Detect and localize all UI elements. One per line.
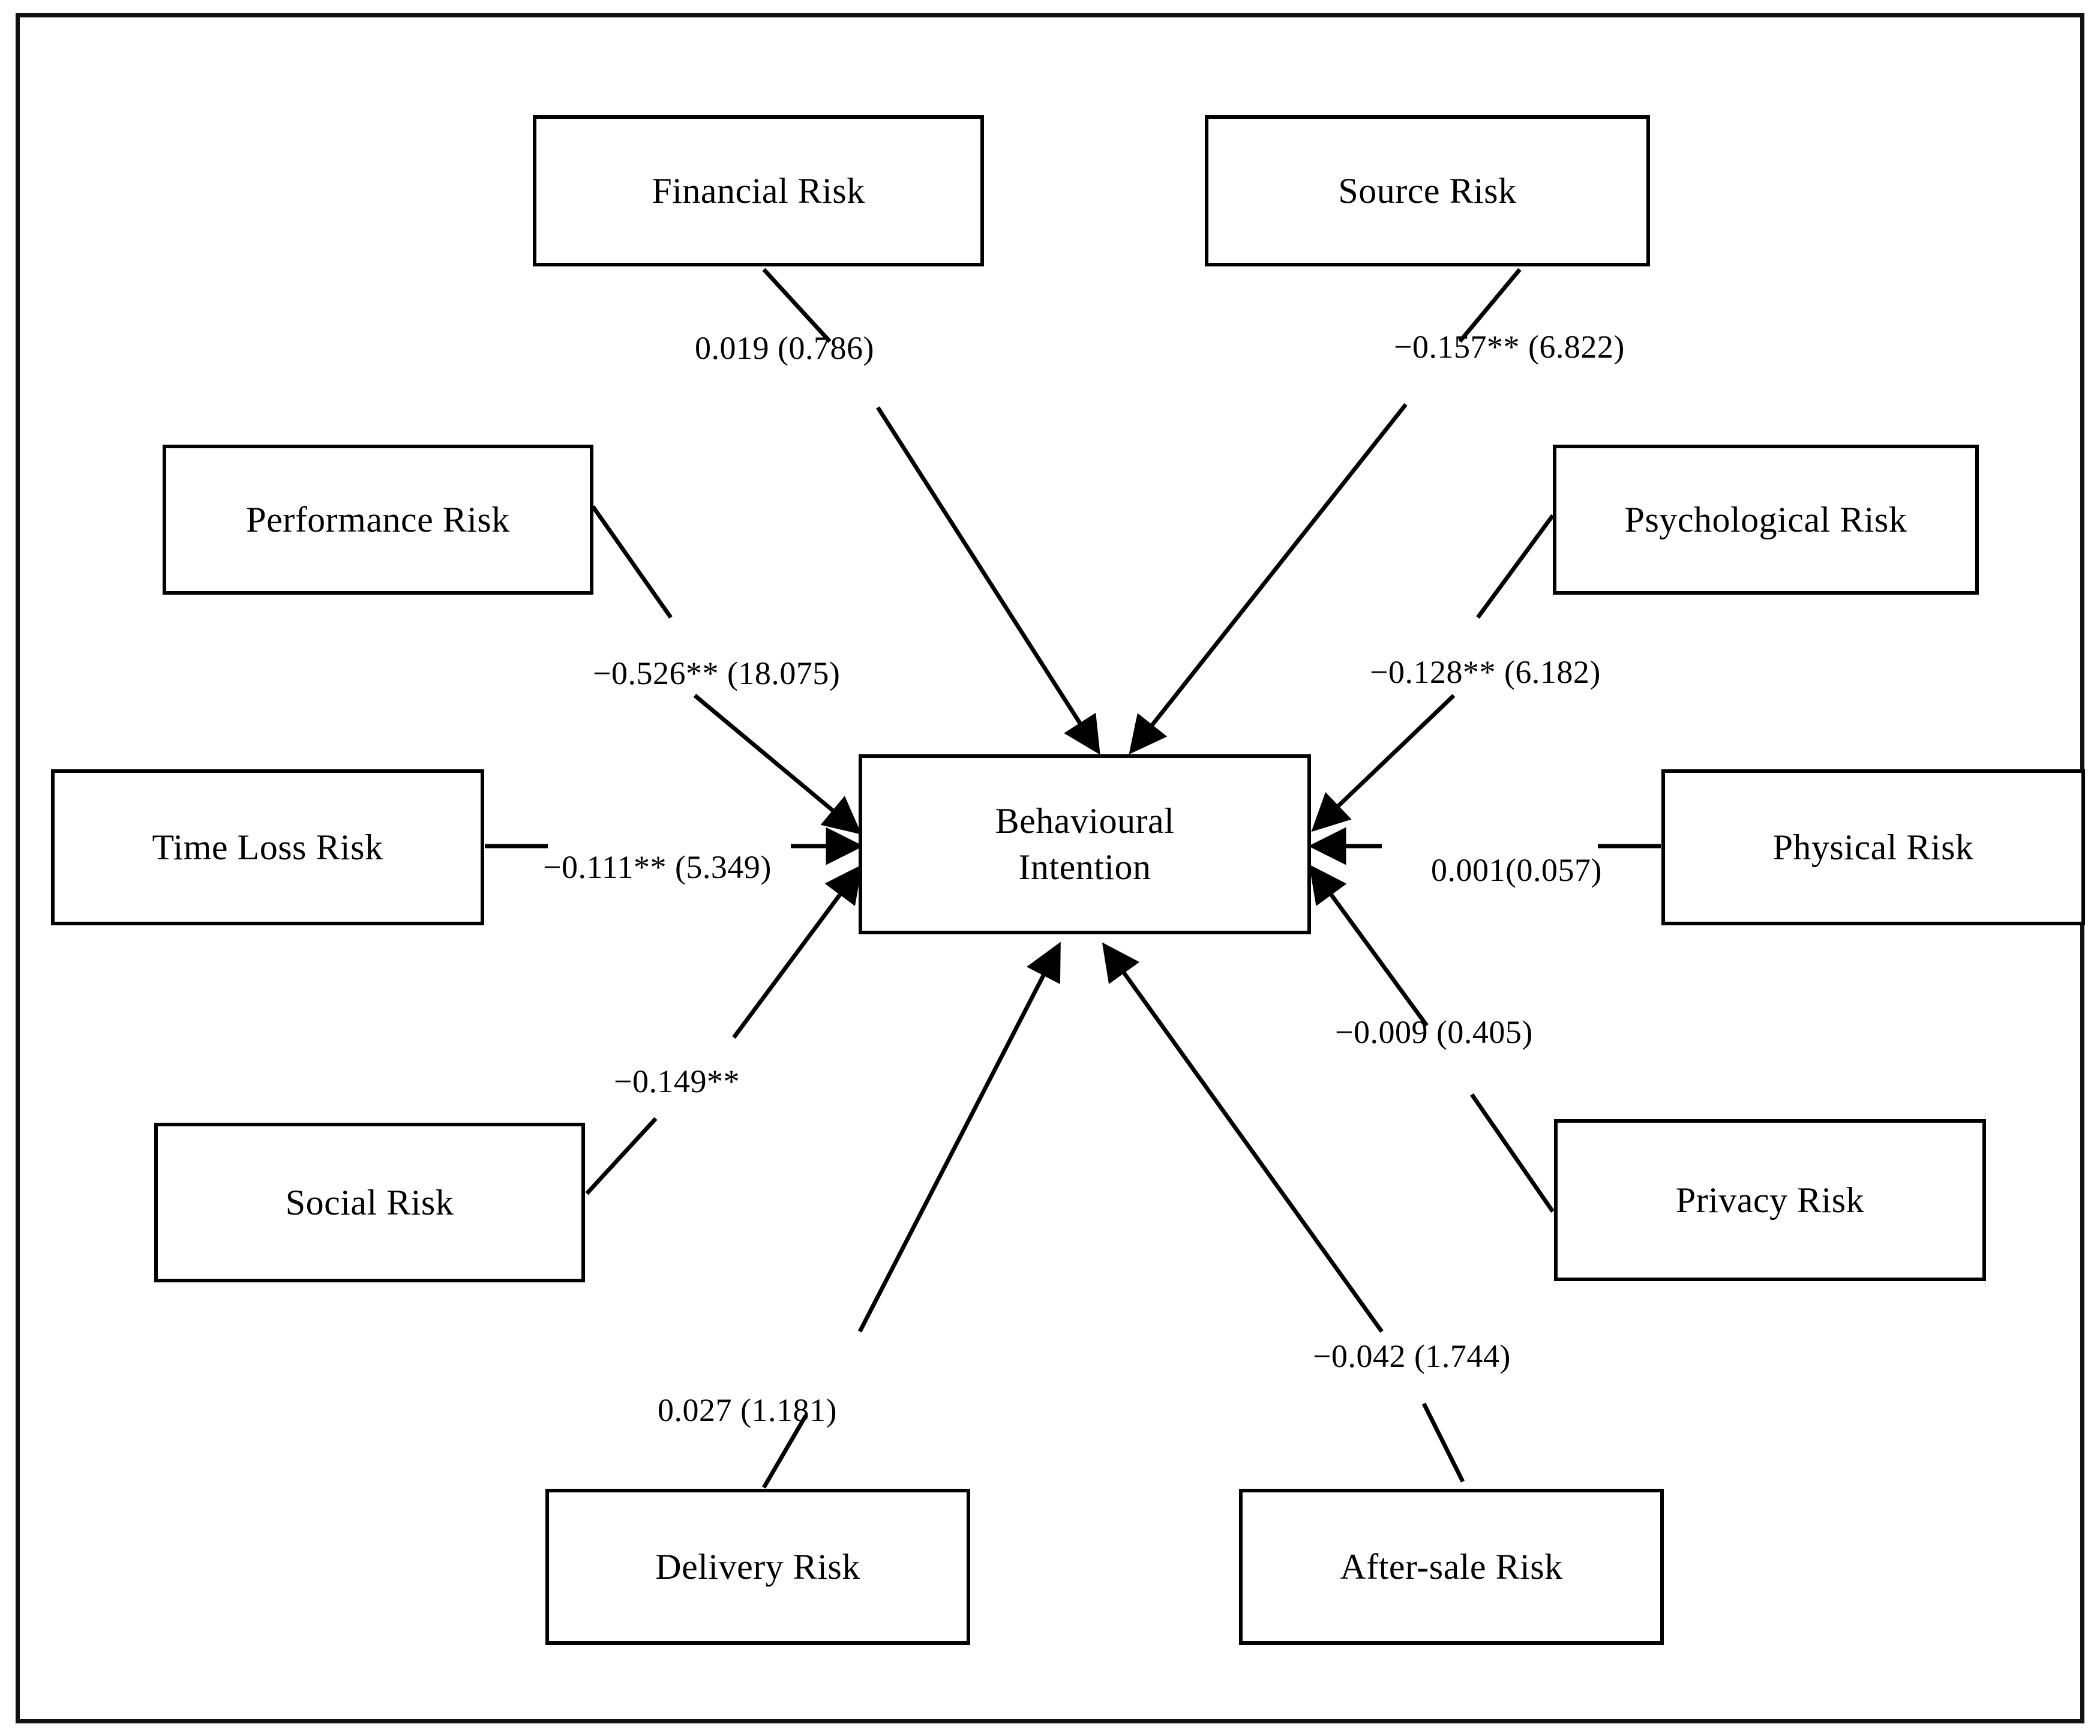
node-delivery-risk[interactable]: Delivery Risk bbox=[545, 1489, 970, 1645]
node-label: Source Risk bbox=[1338, 170, 1517, 211]
node-behavioural-intention[interactable]: Behavioural Intention bbox=[859, 754, 1311, 934]
node-physical-risk[interactable]: Physical Risk bbox=[1661, 769, 2085, 925]
node-time-loss-risk[interactable]: Time Loss Risk bbox=[51, 769, 484, 925]
node-after-sale-risk[interactable]: After-sale Risk bbox=[1239, 1489, 1664, 1645]
node-financial-risk[interactable]: Financial Risk bbox=[533, 115, 984, 266]
node-label: Behavioural Intention bbox=[995, 801, 1175, 887]
node-source-risk[interactable]: Source Risk bbox=[1205, 115, 1650, 266]
coefficient-after-sale-risk: −0.042 (1.744) bbox=[1313, 1338, 1511, 1374]
node-psychological-risk[interactable]: Psychological Risk bbox=[1553, 445, 1979, 595]
node-label: Psychological Risk bbox=[1624, 499, 1907, 539]
node-performance-risk[interactable]: Performance Risk bbox=[163, 445, 593, 595]
edge-social-to-center bbox=[585, 864, 863, 1195]
node-social-risk[interactable]: Social Risk bbox=[154, 1123, 585, 1282]
coefficient-time-loss-risk: −0.111** (5.349) bbox=[543, 849, 772, 885]
coefficient-social-risk: −0.149** bbox=[614, 1063, 740, 1099]
node-label: Social Risk bbox=[285, 1182, 454, 1222]
coefficient-source-risk: −0.157** (6.822) bbox=[1394, 329, 1625, 365]
coefficient-delivery-risk: 0.027 (1.181) bbox=[658, 1392, 837, 1428]
figure-border: Financial Risk Source Risk Performance R… bbox=[16, 13, 2085, 1723]
node-label: Privacy Risk bbox=[1675, 1180, 1865, 1220]
coefficient-psychological-risk: −0.128** (6.182) bbox=[1370, 654, 1601, 690]
coefficient-physical-risk: 0.001(0.057) bbox=[1431, 852, 1602, 888]
node-label: Physical Risk bbox=[1772, 827, 1974, 867]
coefficient-financial-risk: 0.019 (0.786) bbox=[695, 330, 874, 366]
node-label: Performance Risk bbox=[246, 499, 510, 539]
coefficient-privacy-risk: −0.009 (0.405) bbox=[1335, 1014, 1533, 1050]
node-label: After-sale Risk bbox=[1340, 1546, 1563, 1587]
node-label: Financial Risk bbox=[652, 170, 865, 211]
node-label: Delivery Risk bbox=[655, 1546, 860, 1587]
coefficient-performance-risk: −0.526** (18.075) bbox=[593, 655, 841, 691]
node-label: Time Loss Risk bbox=[152, 827, 383, 867]
node-privacy-risk[interactable]: Privacy Risk bbox=[1554, 1119, 1986, 1281]
